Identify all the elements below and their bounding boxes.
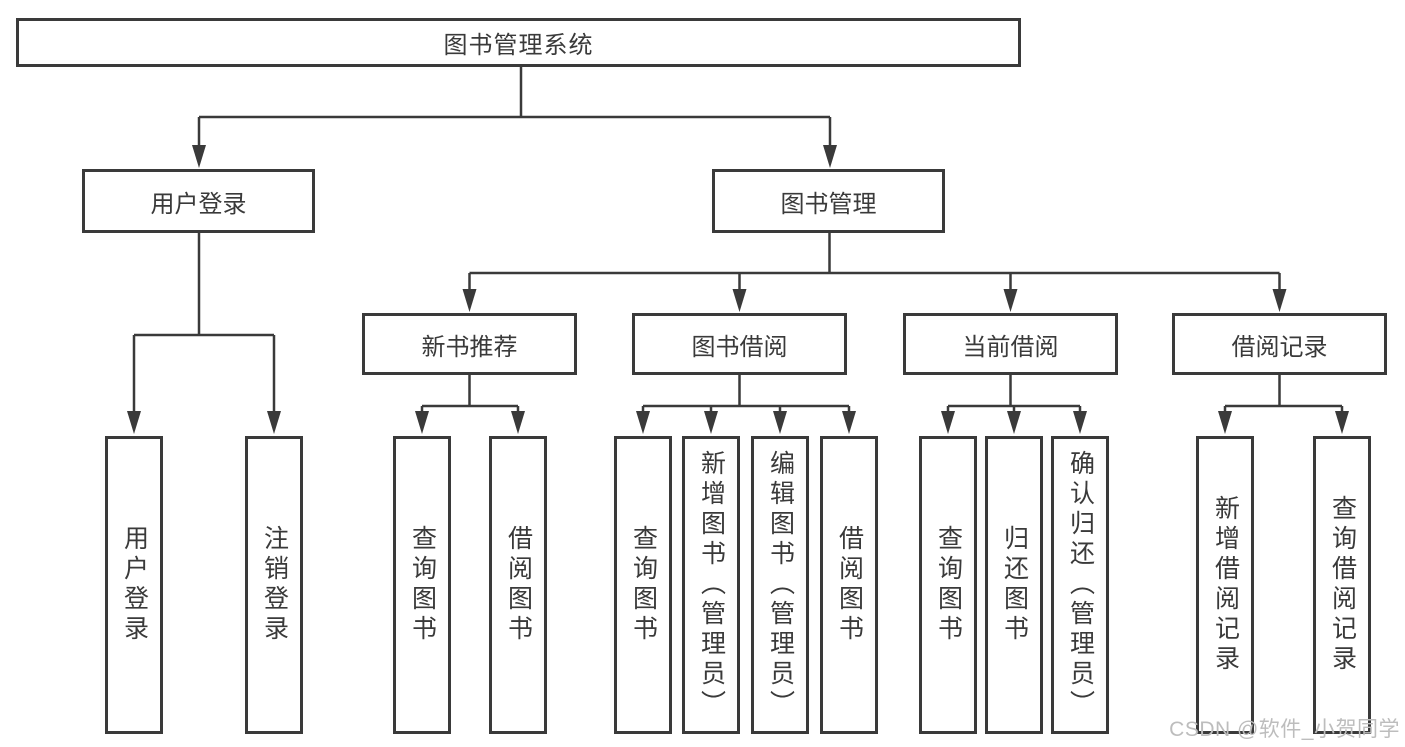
node-label: 图书管理: [780, 190, 877, 218]
node-label: 图书借阅: [691, 333, 788, 361]
leaf-borrow-book-recommend: 借阅图书: [489, 436, 547, 734]
leaf-borrow-book: 借阅图书: [820, 436, 878, 734]
node-label: 新增图书（管理员）: [697, 450, 726, 720]
watermark: CSDN @软件_小贺同学: [1169, 718, 1400, 741]
node-label: 查询图书: [629, 525, 658, 645]
leaf-return-book: 归还图书: [985, 436, 1043, 734]
node-label: 新增借阅记录: [1211, 495, 1240, 675]
node-root-system: 图书管理系统: [16, 18, 1021, 67]
leaf-query-book-current: 查询图书: [919, 436, 977, 734]
node-user-login: 用户登录: [82, 169, 315, 233]
node-label: 用户登录: [150, 190, 247, 218]
arrowheads: [127, 145, 1349, 434]
node-label: 用户登录: [120, 525, 149, 645]
node-borrow-record: 借阅记录: [1172, 313, 1387, 375]
node-label: 借阅记录: [1231, 333, 1328, 361]
leaf-logout: 注销登录: [245, 436, 303, 734]
leaf-user-login: 用户登录: [105, 436, 163, 734]
node-label: 借阅图书: [504, 525, 533, 645]
leaf-query-book-recommend: 查询图书: [393, 436, 451, 734]
leaf-query-borrow-record: 查询借阅记录: [1313, 436, 1371, 734]
node-label: 查询借阅记录: [1328, 495, 1357, 675]
node-label: 图书管理系统: [443, 32, 594, 59]
node-label: 新书推荐: [421, 333, 518, 361]
node-label: 确认归还（管理员）: [1066, 450, 1095, 720]
leaf-add-book-admin: 新增图书（管理员）: [682, 436, 740, 734]
leaf-edit-book-admin: 编辑图书（管理员）: [751, 436, 809, 734]
node-label: 当前借阅: [962, 333, 1059, 361]
leaf-query-book-borrow: 查询图书: [614, 436, 672, 734]
leaf-add-borrow-record: 新增借阅记录: [1196, 436, 1254, 734]
leaf-confirm-return-admin: 确认归还（管理员）: [1051, 436, 1109, 734]
node-current-borrow: 当前借阅: [903, 313, 1118, 375]
node-new-book-recommend: 新书推荐: [362, 313, 577, 375]
node-label: 查询图书: [934, 525, 963, 645]
node-label: 查询图书: [408, 525, 437, 645]
node-label: 归还图书: [1000, 525, 1029, 645]
node-label: 注销登录: [260, 525, 289, 645]
node-label: 借阅图书: [835, 525, 864, 645]
node-label: 编辑图书（管理员）: [766, 450, 795, 720]
node-book-borrow: 图书借阅: [632, 313, 847, 375]
node-book-management: 图书管理: [712, 169, 945, 233]
